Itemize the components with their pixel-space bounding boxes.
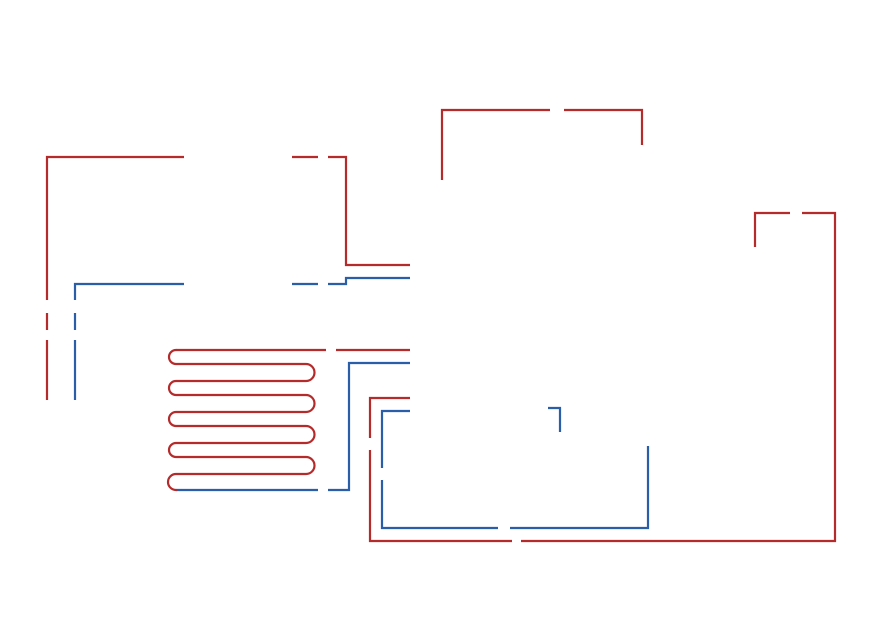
- return-pipe-bottom-loop-right: [510, 446, 650, 530]
- supply-pipe-left-room-top: [45, 155, 410, 300]
- return-pipe-bottom-loop: [380, 409, 498, 530]
- supply-pipe-top-room: [440, 108, 644, 180]
- heating-coil-serpentine: [166, 348, 316, 492]
- heating-coil: [166, 348, 316, 492]
- supply-pipe-right-room: [521, 211, 837, 543]
- return-pipe-coil-outlet: [176, 361, 410, 492]
- return-pipe-stub: [548, 406, 562, 432]
- return-pipe-left-room-top: [73, 276, 410, 300]
- supply-pipe-bottom-loop: [368, 396, 512, 543]
